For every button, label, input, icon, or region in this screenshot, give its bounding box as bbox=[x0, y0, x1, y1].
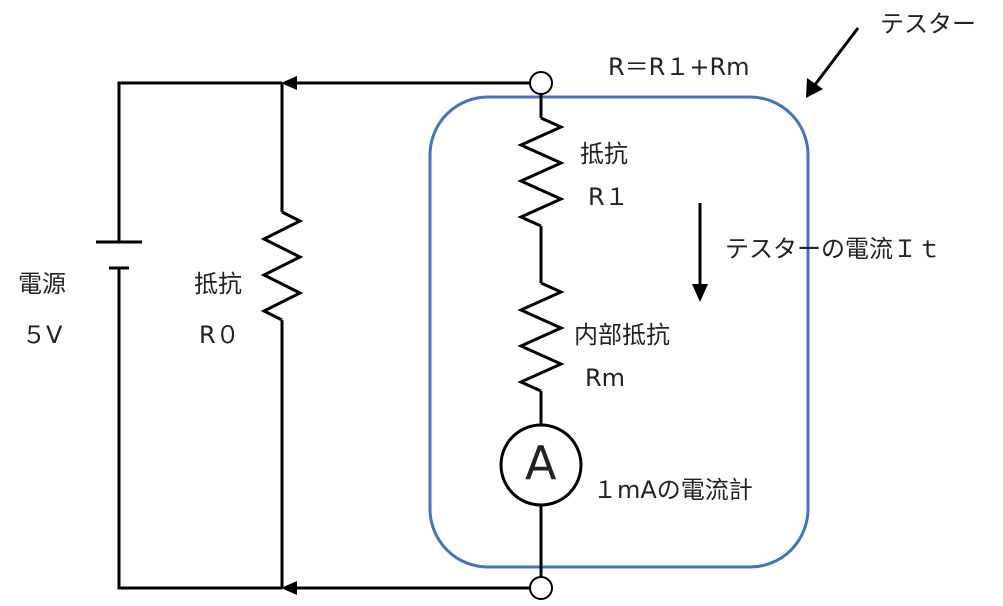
resistor-rm bbox=[517, 281, 565, 393]
resistor-r0 bbox=[260, 210, 304, 322]
terminal-bottom bbox=[529, 576, 553, 600]
resistor-r1 bbox=[517, 116, 565, 228]
r1-value-label: R１ bbox=[588, 183, 629, 211]
r1-name-label: 抵抗 bbox=[580, 140, 628, 168]
ammeter-symbol: A bbox=[525, 436, 557, 490]
terminal-top bbox=[529, 71, 553, 95]
tester-pointer-head bbox=[806, 78, 823, 98]
rm-name-label: 内部抵抗 bbox=[574, 321, 670, 349]
battery-symbol bbox=[96, 240, 142, 270]
tester-pointer-shaft bbox=[812, 27, 860, 87]
battery-voltage-label: ５V bbox=[22, 321, 63, 349]
lead-arrowhead-top bbox=[281, 76, 297, 90]
r0-value-label: R０ bbox=[199, 321, 240, 349]
ammeter-label: １mAの電流計 bbox=[593, 476, 753, 504]
battery-branch-wires bbox=[117, 81, 282, 590]
battery-name-label: 電源 bbox=[18, 270, 66, 298]
tester-label: テスター bbox=[880, 10, 976, 38]
formula-label: R＝R１+Rm bbox=[608, 53, 750, 81]
r0-branch bbox=[260, 83, 304, 588]
tester-internal-wires bbox=[499, 94, 583, 577]
rm-value-label: Rm bbox=[585, 364, 626, 392]
tester-leads bbox=[292, 81, 531, 590]
lead-arrowhead-bottom bbox=[281, 581, 297, 595]
r0-name-label: 抵抗 bbox=[194, 270, 242, 298]
current-arrow-head bbox=[692, 284, 708, 302]
tester-box bbox=[428, 95, 810, 569]
current-label: テスターの電流Ｉｔ bbox=[725, 235, 941, 263]
